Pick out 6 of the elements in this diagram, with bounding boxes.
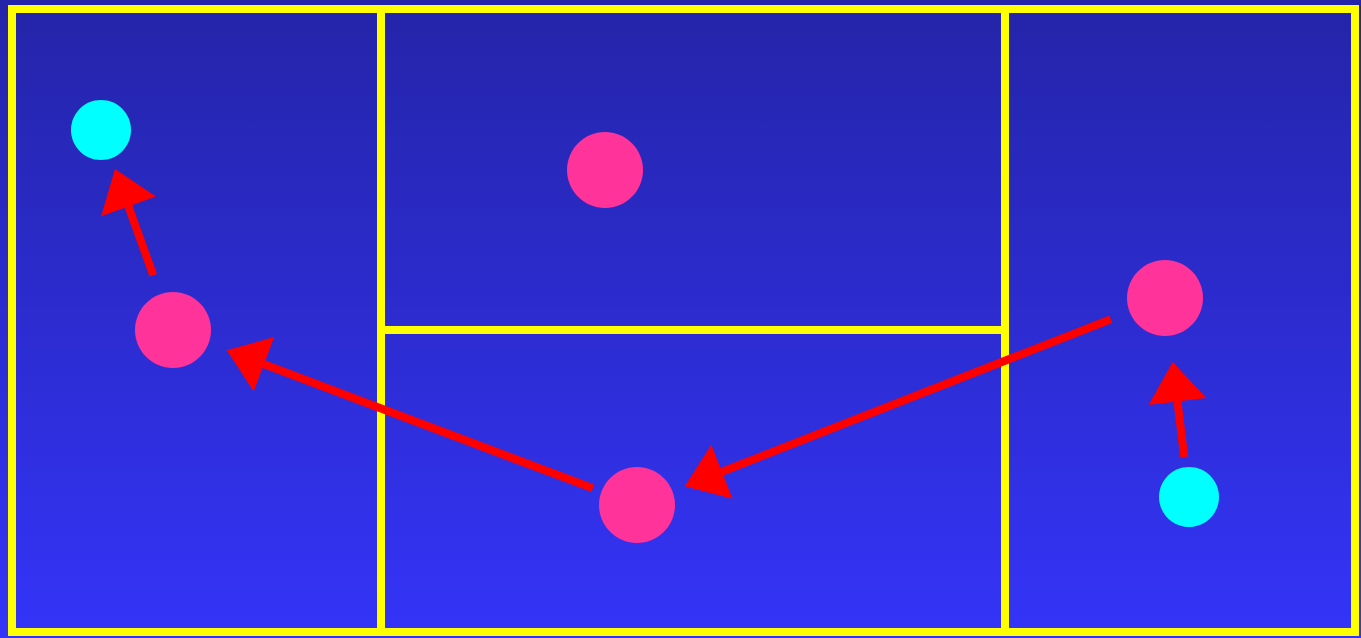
player-circle: [599, 467, 675, 543]
player-circle: [567, 132, 643, 208]
player-circle: [135, 292, 211, 368]
player-circle: [71, 100, 131, 160]
player-circle: [1159, 467, 1219, 527]
player-circle: [1127, 260, 1203, 336]
